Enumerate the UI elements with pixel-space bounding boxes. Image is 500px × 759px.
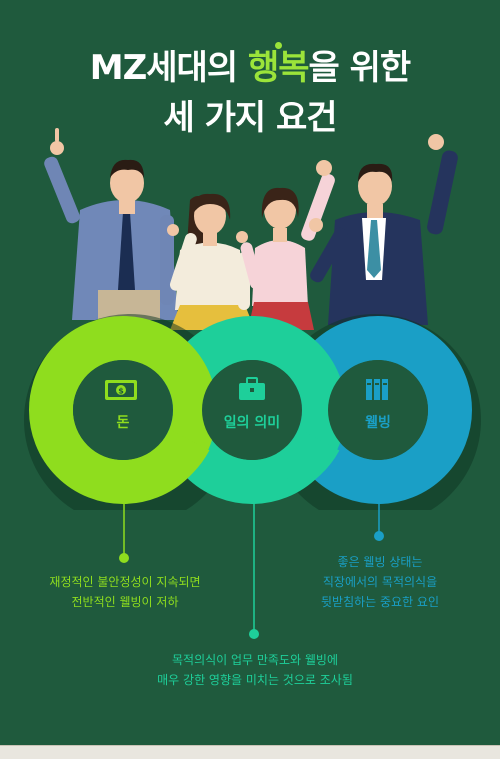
title-line-2: 세 가지 요건 <box>163 98 337 138</box>
man-left-figure <box>44 128 178 320</box>
ring-meaning-overlap <box>275 428 340 493</box>
title-highlight: 행복 <box>247 48 310 88</box>
desc-money: 재정적인 불안정성이 지속되면 전반적인 웰빙이 저하 <box>16 572 234 612</box>
woman-center-left-figure <box>167 193 255 330</box>
leader-lines <box>119 492 384 639</box>
desc-money-line-1: 재정적인 불안정성이 지속되면 <box>49 575 201 589</box>
briefcase-icon <box>239 377 265 400</box>
label-money: 돈 <box>116 415 130 431</box>
desc-wellbeing-line-2: 직장에서의 목적의식을 <box>322 575 438 589</box>
desc-meaning: 목적의식이 업무 만족도와 웰빙에 매우 강한 영향을 미치는 것으로 조사됨 <box>110 650 400 690</box>
man-right-figure <box>309 134 458 325</box>
desc-meaning-line-1: 목적의식이 업무 만족도와 웰빙에 <box>171 653 338 667</box>
desc-money-line-2: 전반적인 웰빙이 저하 <box>71 595 179 609</box>
three-rings-diagram <box>24 314 481 510</box>
label-wellbeing: 웰빙 <box>365 415 391 431</box>
ring-money <box>29 316 217 504</box>
title-prefix: MZ세대의 <box>89 48 248 88</box>
woman-center-right-figure <box>236 160 335 330</box>
desc-meaning-line-2: 매우 강한 영향을 미치는 것으로 조사됨 <box>157 673 353 687</box>
desc-wellbeing: 좋은 웰빙 상태는 직장에서의 목적의식을 뒷받침하는 중요한 요인 <box>270 552 490 612</box>
desc-wellbeing-line-1: 좋은 웰빙 상태는 <box>337 555 423 569</box>
desc-wellbeing-line-3: 뒷받침하는 중요한 요인 <box>320 595 440 609</box>
title-suffix: 을 위한 <box>308 48 412 88</box>
svg-text:$: $ <box>118 387 124 396</box>
money-icon: $ <box>105 380 137 400</box>
label-meaning: 일의 의미 <box>223 415 281 431</box>
books-icon <box>366 379 388 400</box>
people-illustration <box>44 128 458 330</box>
ring-money-overlap <box>148 428 210 490</box>
title-line-1: MZ세대의 행복을 위한 <box>0 40 500 89</box>
